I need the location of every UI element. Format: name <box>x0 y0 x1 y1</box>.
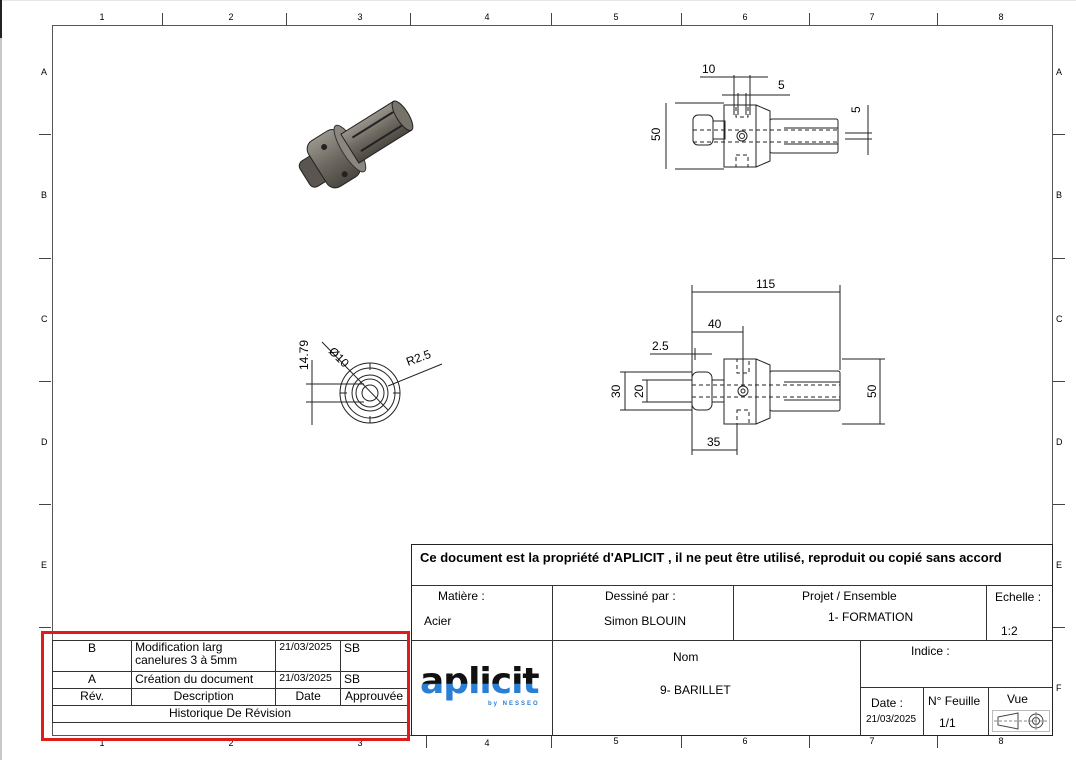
header-date: Date <box>275 688 342 706</box>
date-cell: Date : 21/03/2025 <box>860 687 924 736</box>
zone-2: 2 <box>228 12 234 22</box>
project-label: Projet / Ensemble <box>802 589 897 603</box>
header-approved: Approuvée <box>340 688 408 706</box>
zone-E: E <box>1056 560 1063 570</box>
dim-50: 50 <box>865 384 879 398</box>
zone-7: 7 <box>869 736 875 746</box>
dim-diameter-10: Ø10 <box>326 344 352 370</box>
index-label: Indice : <box>911 644 950 658</box>
zone-4: 4 <box>484 12 490 22</box>
zone-C: C <box>1056 314 1063 324</box>
revision-header-row: Rév. Description Date Approuvée <box>51 688 408 706</box>
zone-B: B <box>41 190 48 200</box>
dim-5: 5 <box>778 78 785 92</box>
zone-6: 6 <box>742 736 748 746</box>
zone-6: 6 <box>742 12 748 22</box>
date-label: Date : <box>871 696 904 710</box>
logo-cell: aplicit by NESSEO <box>412 640 553 736</box>
date-value: 21/03/2025 <box>866 714 917 725</box>
svg-text:aplicit: aplicit <box>420 661 539 702</box>
zone-2: 2 <box>228 738 234 748</box>
top-view-drawing[interactable]: 10 5 50 5 <box>640 55 880 175</box>
zone-B: B <box>1056 190 1063 200</box>
scale-cell: Echelle : 1:2 <box>986 585 1052 641</box>
zone-1: 1 <box>99 738 105 748</box>
rev-description: Création du document <box>131 671 277 689</box>
ownership-notice: Ce document est la propriété d'APLICIT ,… <box>412 545 1052 586</box>
side-view-drawing[interactable]: 14.79 Ø10 R2.5 <box>290 330 450 430</box>
scale-value: 1:2 <box>1001 624 1018 638</box>
zone-7: 7 <box>869 12 875 22</box>
zone-3: 3 <box>357 738 363 748</box>
selection-highlight-box <box>41 631 410 741</box>
header-rev: Rév. <box>51 688 133 706</box>
name-cell: Nom 9- BARILLET <box>552 640 861 736</box>
part-name-value: 9- BARILLET <box>660 683 731 697</box>
sheet-number-value: 1/1 <box>939 716 956 730</box>
view-label: Vue <box>1007 692 1028 706</box>
front-view-drawing[interactable]: 115 40 2.5 30 20 50 35 <box>600 270 900 460</box>
zone-1: 1 <box>99 12 105 22</box>
zone-D: D <box>41 437 48 447</box>
view-cell: Vue <box>988 687 1052 736</box>
zone-3: 3 <box>357 12 363 22</box>
drawn-by-label: Dessiné par : <box>605 589 676 603</box>
page-edge-marker <box>0 0 2 38</box>
zone-F: F <box>1056 683 1062 693</box>
dim-r2-5: R2.5 <box>404 347 433 369</box>
rev-code: B <box>51 640 133 672</box>
zone-5: 5 <box>613 12 619 22</box>
sheet-number-cell: N° Feuille 1/1 <box>923 687 989 736</box>
rev-approved: SB <box>340 640 408 672</box>
dim-115: 115 <box>756 277 775 291</box>
dim-50: 50 <box>649 127 663 141</box>
page-edge-top <box>0 0 1076 1</box>
zone-8: 8 <box>998 736 1004 746</box>
dim-40: 40 <box>708 317 722 331</box>
project-value: 1- FORMATION <box>828 610 914 624</box>
dim-30: 30 <box>609 384 623 398</box>
dim-14-79: 14.79 <box>297 340 311 370</box>
first-angle-projection-icon <box>992 710 1050 732</box>
drawn-by-value: Simon BLOUIN <box>604 614 687 628</box>
sheet-number-label: N° Feuille <box>928 694 981 708</box>
material-cell: Matière : Acier <box>412 585 553 641</box>
dim-35: 35 <box>707 435 721 449</box>
dim-20: 20 <box>632 384 646 398</box>
dim-10: 10 <box>702 62 716 76</box>
zone-A: A <box>1056 67 1063 77</box>
zone-8: 8 <box>998 12 1004 22</box>
material-value: Acier <box>424 614 452 628</box>
drawn-by-cell: Dessiné par : Simon BLOUIN <box>552 585 734 641</box>
zone-E: E <box>41 560 48 570</box>
zone-5: 5 <box>613 736 619 746</box>
dim-slot-5: 5 <box>849 106 863 113</box>
page-edge-left <box>0 0 2 760</box>
scale-label: Echelle : <box>995 590 1042 604</box>
dim-2-5: 2.5 <box>652 339 669 353</box>
aplicit-logo: aplicit by NESSEO <box>420 661 540 707</box>
title-block: Ce document est la propriété d'APLICIT ,… <box>411 544 1053 736</box>
project-cell: Projet / Ensemble 1- FORMATION <box>733 585 987 641</box>
svg-text:by NESSEO: by NESSEO <box>488 701 540 707</box>
zone-A: A <box>41 67 48 77</box>
zone-C: C <box>41 314 48 324</box>
isometric-view[interactable] <box>290 85 425 195</box>
zone-D: D <box>1056 437 1063 447</box>
material-label: Matière : <box>438 589 485 603</box>
name-label: Nom <box>673 650 699 664</box>
index-cell: Indice : <box>860 640 1052 688</box>
zone-4: 4 <box>484 738 490 748</box>
revision-row-a[interactable]: A Création du document 21/03/2025 SB <box>51 671 408 689</box>
rev-date: 21/03/2025 <box>275 671 342 689</box>
